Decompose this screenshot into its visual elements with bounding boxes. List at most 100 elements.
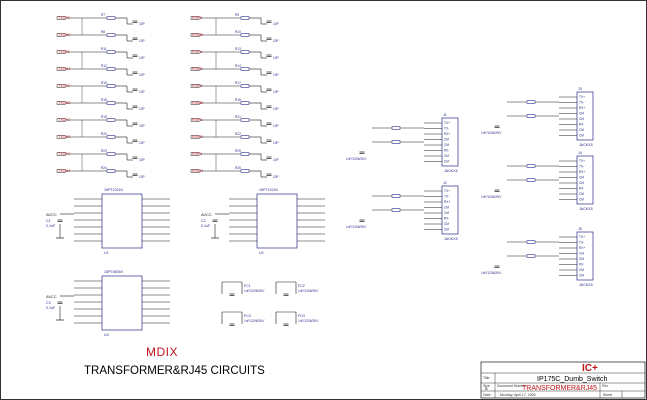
resistor-ref: R7 — [101, 13, 105, 17]
transformer-body — [101, 193, 143, 249]
rj45-pin-label: CM — [444, 211, 449, 215]
rj45-pin-label: CM — [444, 143, 449, 147]
resistor-symbol — [106, 135, 116, 139]
resistor-ref: R17 — [235, 81, 241, 85]
title-block-date-value: Monday, April 17, 2006 — [500, 393, 536, 397]
vcc-label: AVCC — [46, 212, 57, 217]
net-label: TXOP1 — [58, 50, 70, 54]
cap-value: 10P — [273, 107, 279, 111]
rj45-pin-label: CM — [579, 181, 584, 185]
off-page-connector — [56, 67, 68, 71]
resistor-symbol — [106, 16, 116, 20]
net-label: RXIP3 — [192, 118, 202, 122]
rj45-body — [576, 231, 594, 281]
off-page-connector — [190, 101, 202, 105]
cap-value: 10P — [139, 141, 145, 145]
net-label: RXIM1 — [192, 67, 203, 71]
rj45-pin-label: CM — [579, 198, 584, 202]
rj45-cap-value: 1nF/1206/2KV — [481, 271, 502, 275]
resistor-ref: R8 — [101, 30, 105, 34]
transformer-part: 16PT1024X — [259, 188, 279, 192]
rj45-ref: J4 — [578, 151, 582, 155]
transformer-ref: U2 — [259, 251, 264, 255]
off-page-connector — [190, 169, 202, 173]
off-page-connector — [56, 118, 68, 122]
rj45-pin-label: RX+ — [579, 106, 585, 110]
resistor-ref: R23 — [101, 149, 107, 153]
cap-value: 10P — [273, 124, 279, 128]
net-label: TXOP3 — [58, 118, 70, 122]
net-label: RXIM2 — [192, 101, 203, 105]
resistor-symbol — [106, 33, 116, 37]
rj45-pin-label: RX- — [444, 149, 450, 153]
cap-value: 10P — [139, 56, 145, 60]
rj45-name: JACKX5 — [579, 207, 593, 211]
resistor-ref: R15 — [101, 81, 107, 85]
resistor-symbol — [240, 152, 250, 156]
net-label: TXOP4 — [58, 152, 70, 156]
off-page-connector — [56, 101, 68, 105]
net-label: TXOM1 — [58, 67, 70, 71]
mdix-label: MDIX — [146, 345, 178, 359]
cap-value: 10P — [273, 73, 279, 77]
cap-value: 10P — [139, 158, 145, 162]
rj45-pin-label: TX- — [579, 241, 584, 245]
resistor-symbol — [106, 84, 116, 88]
resistor-ref: R18 — [235, 98, 241, 102]
cap-value: 10P — [273, 158, 279, 162]
off-page-connector — [190, 118, 202, 122]
off-page-connector — [56, 152, 68, 156]
resistor-symbol — [240, 67, 250, 71]
off-page-connector — [190, 152, 202, 156]
resistor-ref: R14 — [235, 64, 241, 68]
rj45-cap-value: 1nF/1206/2KV — [346, 225, 367, 229]
transformer-body — [101, 275, 143, 331]
rx-resistor-column: RXIP0R910PRXIM0R1010PRXIP1R1310PRXIM1R14… — [190, 13, 279, 179]
rj45-pin-label: CM — [579, 112, 584, 116]
off-page-connector — [56, 33, 68, 37]
off-page-connector — [190, 84, 202, 88]
rj45-name: JACKX5 — [579, 143, 593, 147]
rj45-pin-label: CM — [444, 160, 449, 164]
transformer-body — [256, 193, 298, 249]
rj45-pin-label: RX- — [579, 263, 585, 267]
resistor-ref: R16 — [101, 98, 107, 102]
resistor-symbol — [526, 254, 536, 258]
rj45-pin-label: CM — [579, 134, 584, 138]
rj45-body — [441, 185, 459, 235]
rj45-body — [576, 155, 594, 205]
cap-ref: C2 — [201, 219, 206, 223]
resistor-symbol — [106, 152, 116, 156]
rj45-pin-label: CM — [579, 268, 584, 272]
resistor-ref: R22 — [235, 132, 241, 136]
title-block: IC+ Title IP175C_Dumb_Switch Size B Docu… — [480, 361, 646, 399]
transformer-part: 16PT1024X — [104, 188, 124, 192]
transformer-group: 16PT1024XU1AVCCC10.1uF16PT1024XU2AVCCC20… — [46, 188, 325, 337]
cap-value: 0.1uF — [46, 224, 56, 228]
rj45-pin-label: CM — [579, 252, 584, 256]
off-page-connector — [190, 67, 202, 71]
off-page-connector — [56, 169, 68, 173]
net-label: RXIP1 — [192, 50, 202, 54]
rj45-ref: J3 — [578, 87, 582, 91]
cap-ref: C1 — [46, 219, 51, 223]
title-block-date-label: Date: — [483, 393, 491, 397]
resistor-symbol — [391, 140, 401, 144]
cap-value: 10P — [139, 39, 145, 43]
cap-value: 10P — [139, 90, 145, 94]
rj45-pin-label: CM — [579, 117, 584, 121]
vcc-label: AVCC — [46, 294, 57, 299]
cap-value: 0.1uF — [46, 306, 56, 310]
ferrite-value: 1nF/1206/2KV — [244, 289, 265, 293]
rj45-pin-label: TX- — [579, 101, 584, 105]
off-page-connector — [56, 50, 68, 54]
resistor-symbol — [391, 208, 401, 212]
rj45-pin-label: CM — [579, 192, 584, 196]
cap-value: 10P — [139, 124, 145, 128]
rj45-pin-label: TX+ — [579, 95, 585, 99]
title-block-size-label: Size — [483, 384, 490, 388]
rj45-pin-label: CM — [579, 274, 584, 278]
rj45-body — [576, 91, 594, 141]
resistor-symbol — [240, 16, 250, 20]
